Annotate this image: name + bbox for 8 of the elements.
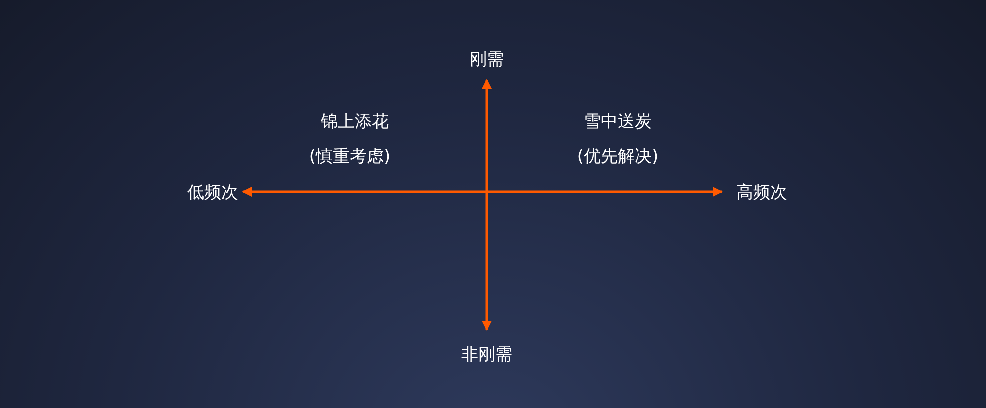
axis-label: 非刚需 (462, 344, 512, 366)
quadrant-label: 雪中送炭 (584, 112, 652, 132)
axis-label: 低频次 (188, 182, 238, 204)
axis-label: 高频次 (736, 182, 788, 204)
quadrant-note: (优先解决) (577, 146, 659, 168)
axis-label: 刚需 (470, 50, 504, 70)
quadrant-label: 锦上添花 (321, 112, 389, 132)
quadrant-note: (慎重考虑) (309, 146, 391, 168)
